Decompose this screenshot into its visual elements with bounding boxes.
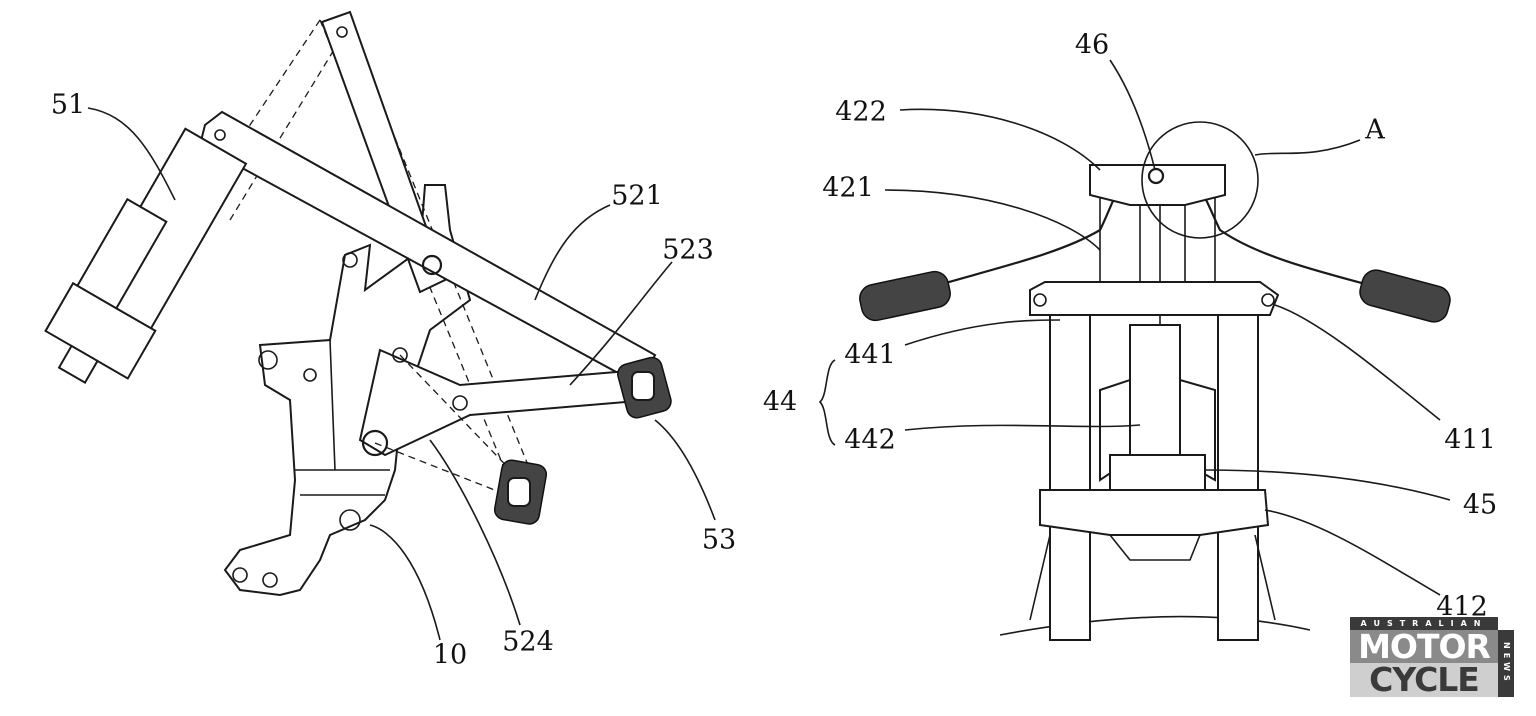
label-45: 45 (1462, 489, 1498, 521)
logo-line1: MOTOR (1350, 630, 1498, 663)
right-steering-figure (818, 59, 1451, 641)
leader-53 (654, 419, 716, 521)
label-411: 411 (1444, 424, 1496, 456)
label-524: 524 (502, 626, 554, 658)
label-521: 521 (611, 180, 663, 212)
frame-hole (339, 509, 361, 531)
label-A: A (1365, 114, 1385, 146)
leader-412 (1264, 509, 1441, 596)
leader-523 (569, 261, 673, 386)
pedal-lower (493, 459, 548, 525)
logo-top-text: AUSTRALIAN (1350, 617, 1498, 630)
leader-411 (1274, 304, 1441, 421)
logo-line2: CYCLE (1350, 663, 1498, 697)
label-44: 44 (762, 386, 798, 418)
center-bolt-46 (1147, 167, 1165, 185)
grip-right (1359, 269, 1451, 323)
pivot (452, 395, 468, 411)
label-53: 53 (701, 524, 737, 556)
pedal-53 (617, 356, 672, 419)
leader-A (1254, 139, 1361, 156)
leader-51 (87, 107, 176, 201)
label-442: 442 (844, 424, 896, 456)
detail-circle-A (1141, 121, 1259, 239)
pivot (214, 129, 226, 141)
label-441: 441 (844, 339, 896, 371)
leader-442 (904, 424, 1141, 431)
handlebar-clamp-422 (1089, 164, 1226, 206)
leader-521 (534, 204, 611, 301)
frame-hole (258, 350, 278, 370)
pivot (361, 429, 389, 457)
label-10: 10 (432, 639, 468, 671)
dashed-arm (199, 14, 531, 471)
pivot (392, 347, 408, 363)
brace-44 (818, 359, 836, 446)
leader-524 (429, 439, 521, 626)
frame-hole (232, 567, 248, 583)
label-422: 422 (835, 96, 887, 128)
frame-hole (303, 368, 317, 382)
leader-45 (1204, 469, 1451, 501)
frame-body (223, 184, 472, 597)
upper-triple-clamp (1029, 281, 1280, 316)
label-523: 523 (662, 234, 714, 266)
frame-edge (295, 339, 390, 496)
amcn-logo: AUSTRALIAN MOTOR CYCLE NEWS (1350, 617, 1514, 697)
lower-triple-clamp (1039, 489, 1270, 536)
logo-side-text: NEWS (1498, 630, 1514, 697)
frame-hole (342, 252, 358, 268)
leader-46 (1109, 59, 1156, 171)
left-mechanism-figure (44, 10, 716, 641)
leader-441 (904, 319, 1061, 346)
bolt (1261, 293, 1275, 307)
ground-line (999, 615, 1311, 636)
label-51: 51 (50, 89, 86, 121)
vertical-edges (1099, 170, 1216, 440)
fork-tube-left (1049, 299, 1091, 641)
label-46: 46 (1074, 29, 1110, 61)
label-421: 421 (822, 172, 874, 204)
pivot (336, 26, 348, 38)
pivot (421, 254, 443, 276)
lower-structure (1029, 534, 1276, 621)
dashed-arm (374, 354, 521, 501)
frame-hole (262, 572, 278, 588)
motor-441 (1129, 324, 1181, 456)
leader-10 (369, 524, 441, 641)
leader-421 (884, 189, 1101, 251)
bolt (1033, 293, 1047, 307)
gearbox-442 (1109, 454, 1206, 491)
label-412: 412 (1436, 591, 1488, 623)
actuator-51 (44, 127, 248, 384)
leader-422 (899, 108, 1101, 171)
grip-left (859, 270, 951, 322)
